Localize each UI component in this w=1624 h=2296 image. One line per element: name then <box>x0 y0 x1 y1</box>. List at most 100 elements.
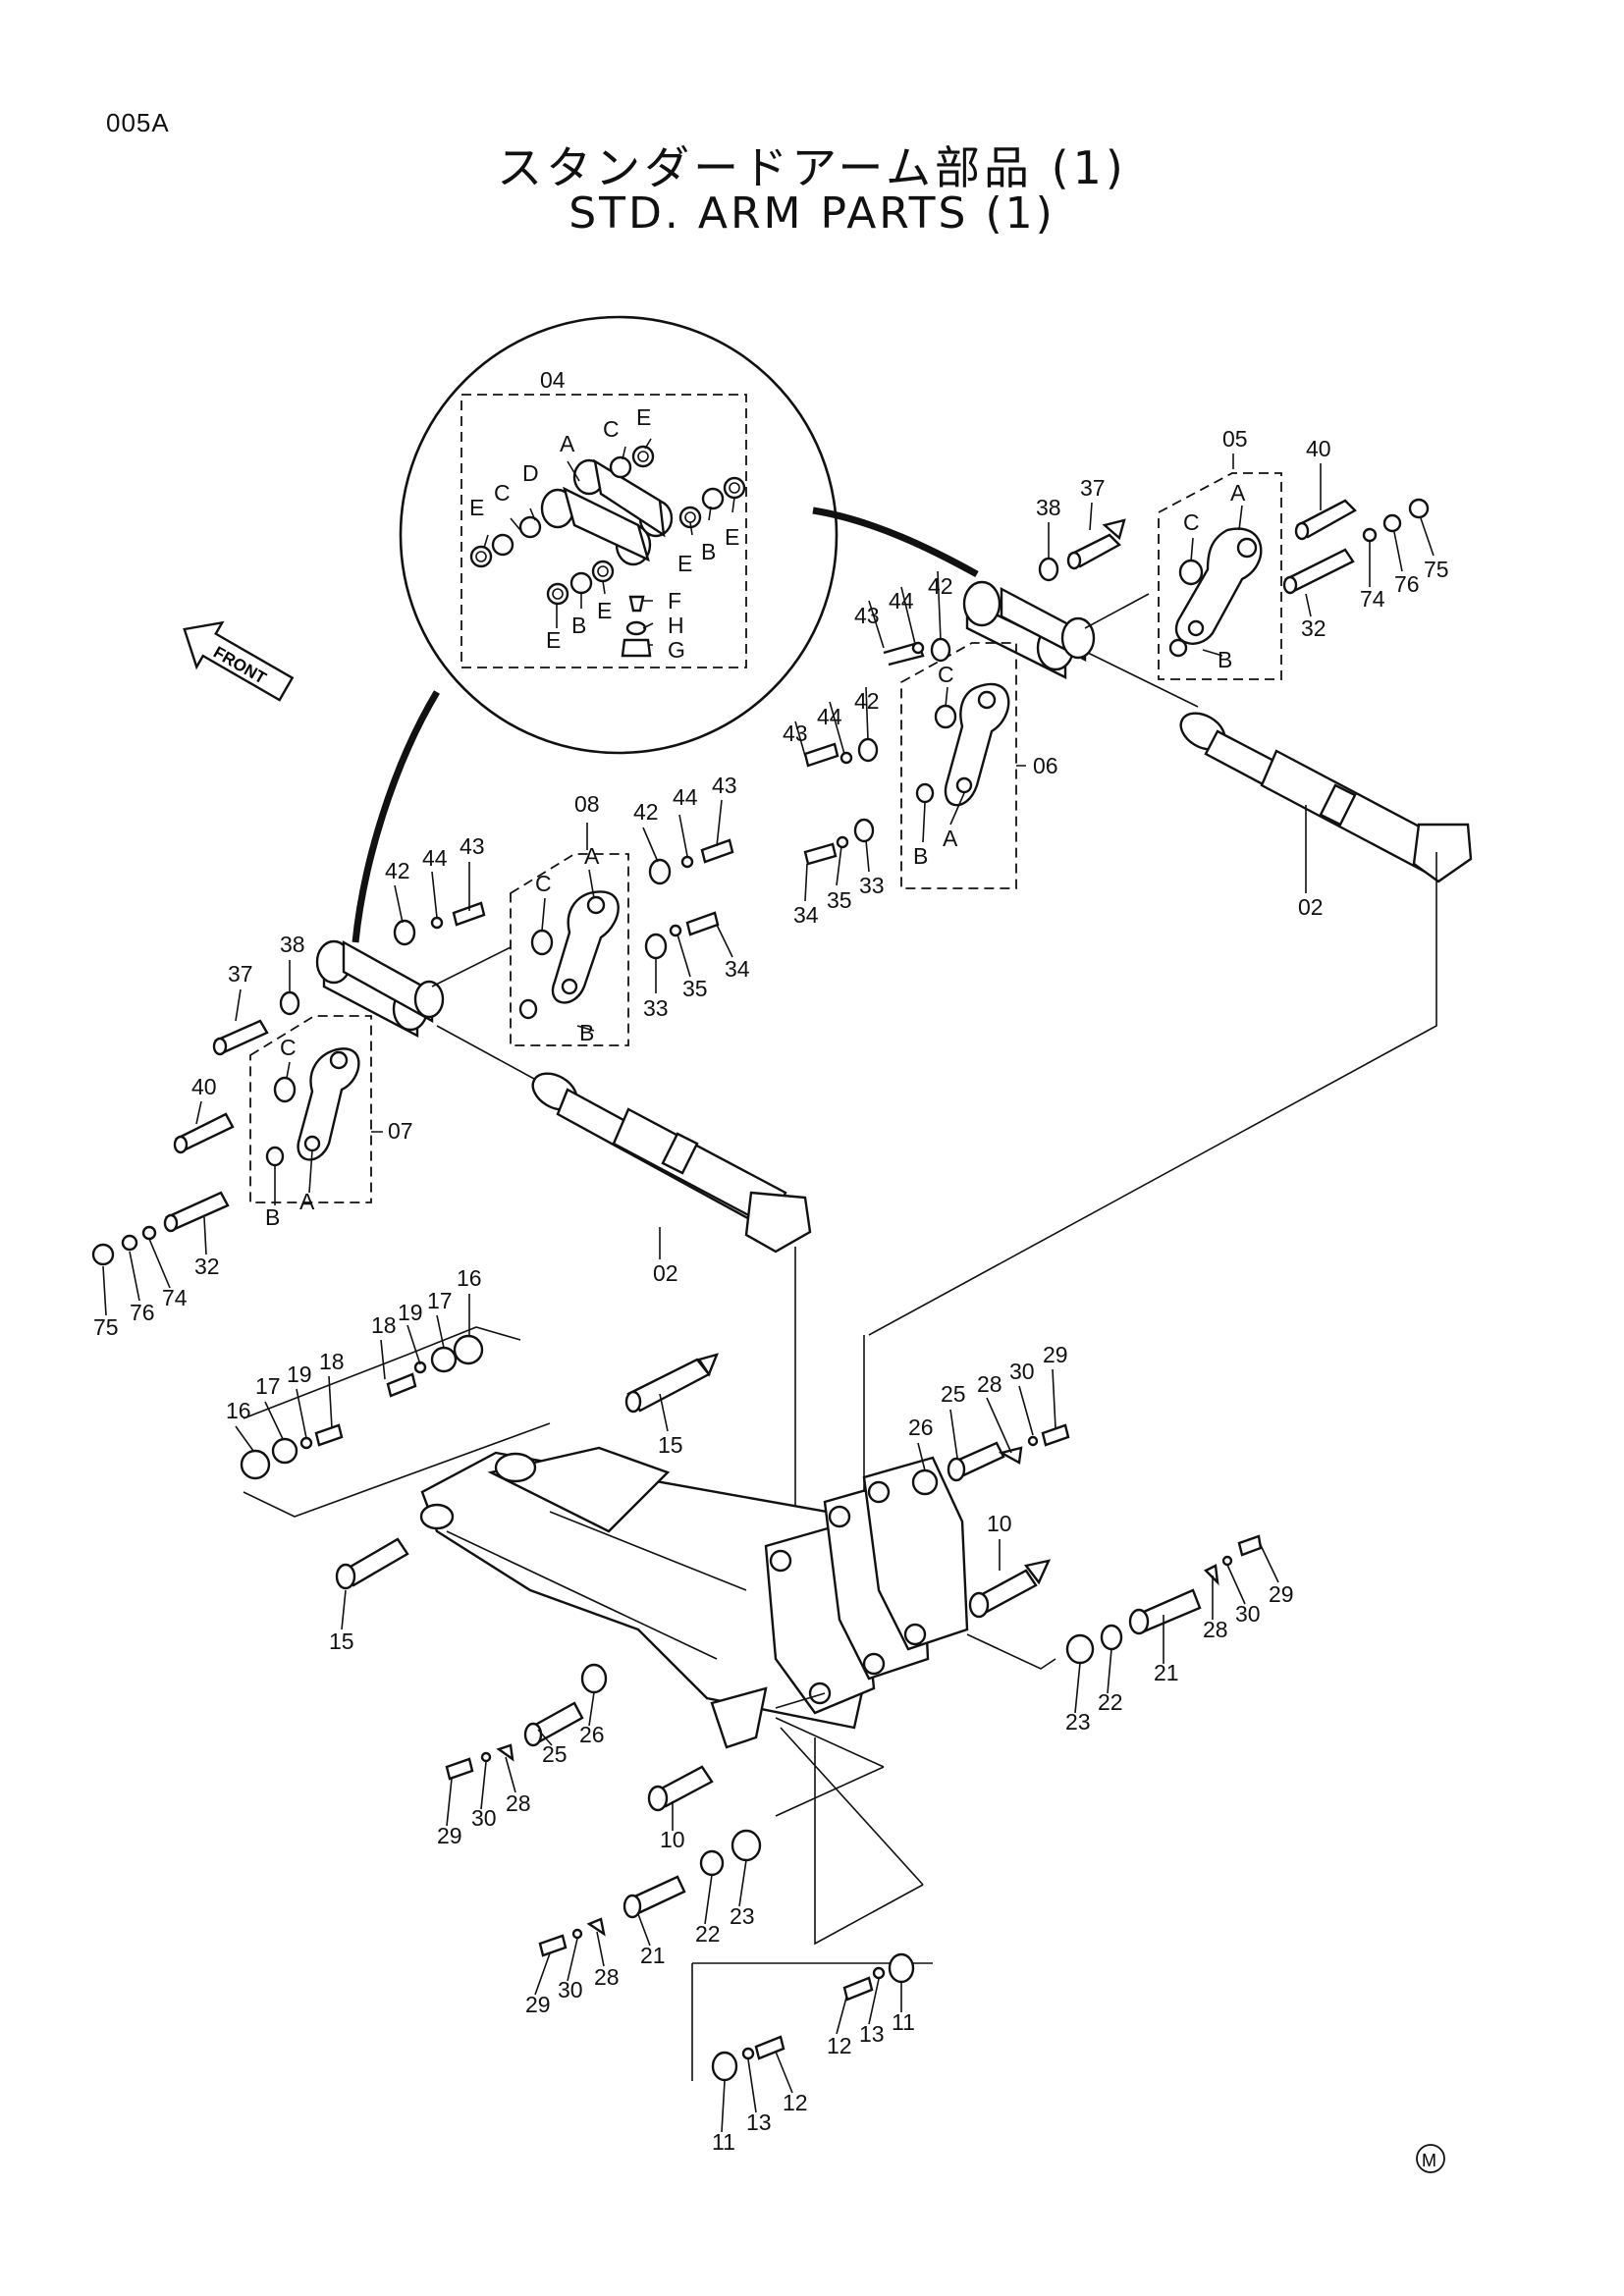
arm-body <box>419 1335 969 1749</box>
label-32-right: 32 <box>1301 615 1326 641</box>
label-30-right: 30 <box>1235 1601 1261 1627</box>
label-04: 04 <box>540 367 566 393</box>
label-29-bottom: 29 <box>437 1823 462 1848</box>
label-44-left: 44 <box>422 845 448 871</box>
label-22-right: 22 <box>1098 1689 1123 1715</box>
label-13-right: 13 <box>859 2021 885 2047</box>
hydraulic-cylinder-right <box>868 712 1473 1336</box>
label-29-right: 29 <box>1269 1581 1294 1607</box>
title-japanese: スタンダードアーム部品 (1) <box>497 141 1127 194</box>
detail-leader-lines <box>483 438 735 646</box>
detail-bushings <box>469 445 746 658</box>
detail-label-C-left: C <box>494 480 511 506</box>
label-05: 05 <box>1222 426 1248 452</box>
manufacturer-mark: M <box>1416 2144 1445 2173</box>
label-18-bottom: 18 <box>319 1349 345 1374</box>
label-44-mid: 44 <box>817 704 842 729</box>
label-02-right: 02 <box>1298 894 1324 920</box>
label-32-left: 32 <box>194 1254 220 1279</box>
label-35-top: 35 <box>827 887 852 913</box>
label-33-left: 33 <box>643 995 669 1021</box>
detail-label-D: D <box>522 460 539 486</box>
label-40-left: 40 <box>191 1074 217 1099</box>
label-42-08: 42 <box>633 799 659 825</box>
label-18-top: 18 <box>371 1312 397 1338</box>
label-08: 08 <box>574 791 600 817</box>
label-15-bottom: 15 <box>329 1629 354 1654</box>
label-19-top: 19 <box>398 1300 423 1325</box>
label-17-bottom: 17 <box>255 1373 281 1399</box>
label-75-right: 75 <box>1424 557 1449 582</box>
detail-link <box>540 458 674 566</box>
label-02-left: 02 <box>653 1260 678 1286</box>
label-10-bottom: 10 <box>660 1827 685 1852</box>
page-code: 005A <box>106 108 170 137</box>
label-22-bottom: 22 <box>695 1921 721 1947</box>
label-30-top: 30 <box>1009 1359 1035 1384</box>
leader-lines <box>102 454 1435 2133</box>
label-16-bottom: 16 <box>226 1398 251 1423</box>
detail-label-H: H <box>668 613 684 638</box>
label-44-top: 44 <box>889 588 914 614</box>
label-30-lowest: 30 <box>558 1977 583 2002</box>
label-11-right: 11 <box>892 2009 915 2035</box>
label-15-top: 15 <box>658 1432 683 1458</box>
label-25-top: 25 <box>941 1381 966 1407</box>
label-11-left: 11 <box>712 2129 735 2155</box>
label-21-right: 21 <box>1154 1660 1179 1685</box>
link-assembly-left <box>91 838 734 1266</box>
arm-pins-hardware <box>240 1326 1263 2082</box>
detail-label-E-far-right: E <box>725 524 739 550</box>
detail-label-B-right: B <box>701 539 716 564</box>
label-07-B: B <box>265 1204 280 1230</box>
label-37-right: 37 <box>1080 475 1106 501</box>
link-assembly-upper-right <box>803 472 1430 889</box>
detail-label-E-right: E <box>677 551 692 576</box>
label-29-top: 29 <box>1043 1342 1068 1367</box>
label-34-left: 34 <box>725 956 750 982</box>
label-06-A: A <box>943 826 958 851</box>
label-33-top: 33 <box>859 873 885 898</box>
label-06: 06 <box>1033 753 1058 778</box>
label-10-top: 10 <box>987 1511 1012 1536</box>
label-07-C: C <box>280 1035 297 1060</box>
front-arrow: FRONT <box>183 620 295 702</box>
label-05-B: B <box>1218 647 1232 672</box>
detail-label-G: G <box>668 637 685 663</box>
label-06-B: B <box>913 843 928 869</box>
label-07-A: A <box>299 1189 315 1214</box>
label-28-right: 28 <box>1203 1617 1228 1642</box>
label-75-left: 75 <box>93 1314 119 1340</box>
label-30-bottom: 30 <box>471 1805 497 1831</box>
label-06-C: C <box>938 662 954 687</box>
detail-circle-04: 04 A E C D C E E B E E B E F H G <box>352 315 979 943</box>
detail-label-C-top: C <box>603 416 620 442</box>
label-07: 07 <box>388 1118 413 1144</box>
label-23-right: 23 <box>1065 1709 1091 1735</box>
label-17-top: 17 <box>427 1288 453 1313</box>
label-43-08: 43 <box>712 773 737 798</box>
label-05-C: C <box>1183 509 1200 535</box>
label-76-right: 76 <box>1394 571 1420 597</box>
label-34-top: 34 <box>793 902 819 928</box>
label-12-left: 12 <box>783 2090 808 2115</box>
label-76-left: 76 <box>130 1300 155 1325</box>
label-35-left: 35 <box>682 976 708 1001</box>
detail-label-F: F <box>668 588 681 614</box>
mark-letter: M <box>1422 2151 1436 2170</box>
detail-label-A: A <box>560 431 575 456</box>
label-21-bottom: 21 <box>640 1943 666 1968</box>
label-38-right: 38 <box>1036 495 1061 520</box>
label-12-right: 12 <box>827 2033 852 2058</box>
label-43-top: 43 <box>854 603 880 628</box>
label-28-top: 28 <box>977 1371 1002 1397</box>
part-number-labels: 05 A C B 40 37 38 32 74 76 75 43 44 42 C… <box>93 426 1449 2155</box>
label-23-bottom: 23 <box>730 1903 755 1929</box>
label-42-left: 42 <box>385 858 410 883</box>
label-26-bottom: 26 <box>579 1722 605 1747</box>
label-37-left: 37 <box>228 961 253 987</box>
label-26-top: 26 <box>908 1415 934 1440</box>
label-08-C: C <box>535 871 552 896</box>
label-28-bottom: 28 <box>506 1790 531 1816</box>
hydraulic-cylinder-left <box>531 1072 812 1531</box>
